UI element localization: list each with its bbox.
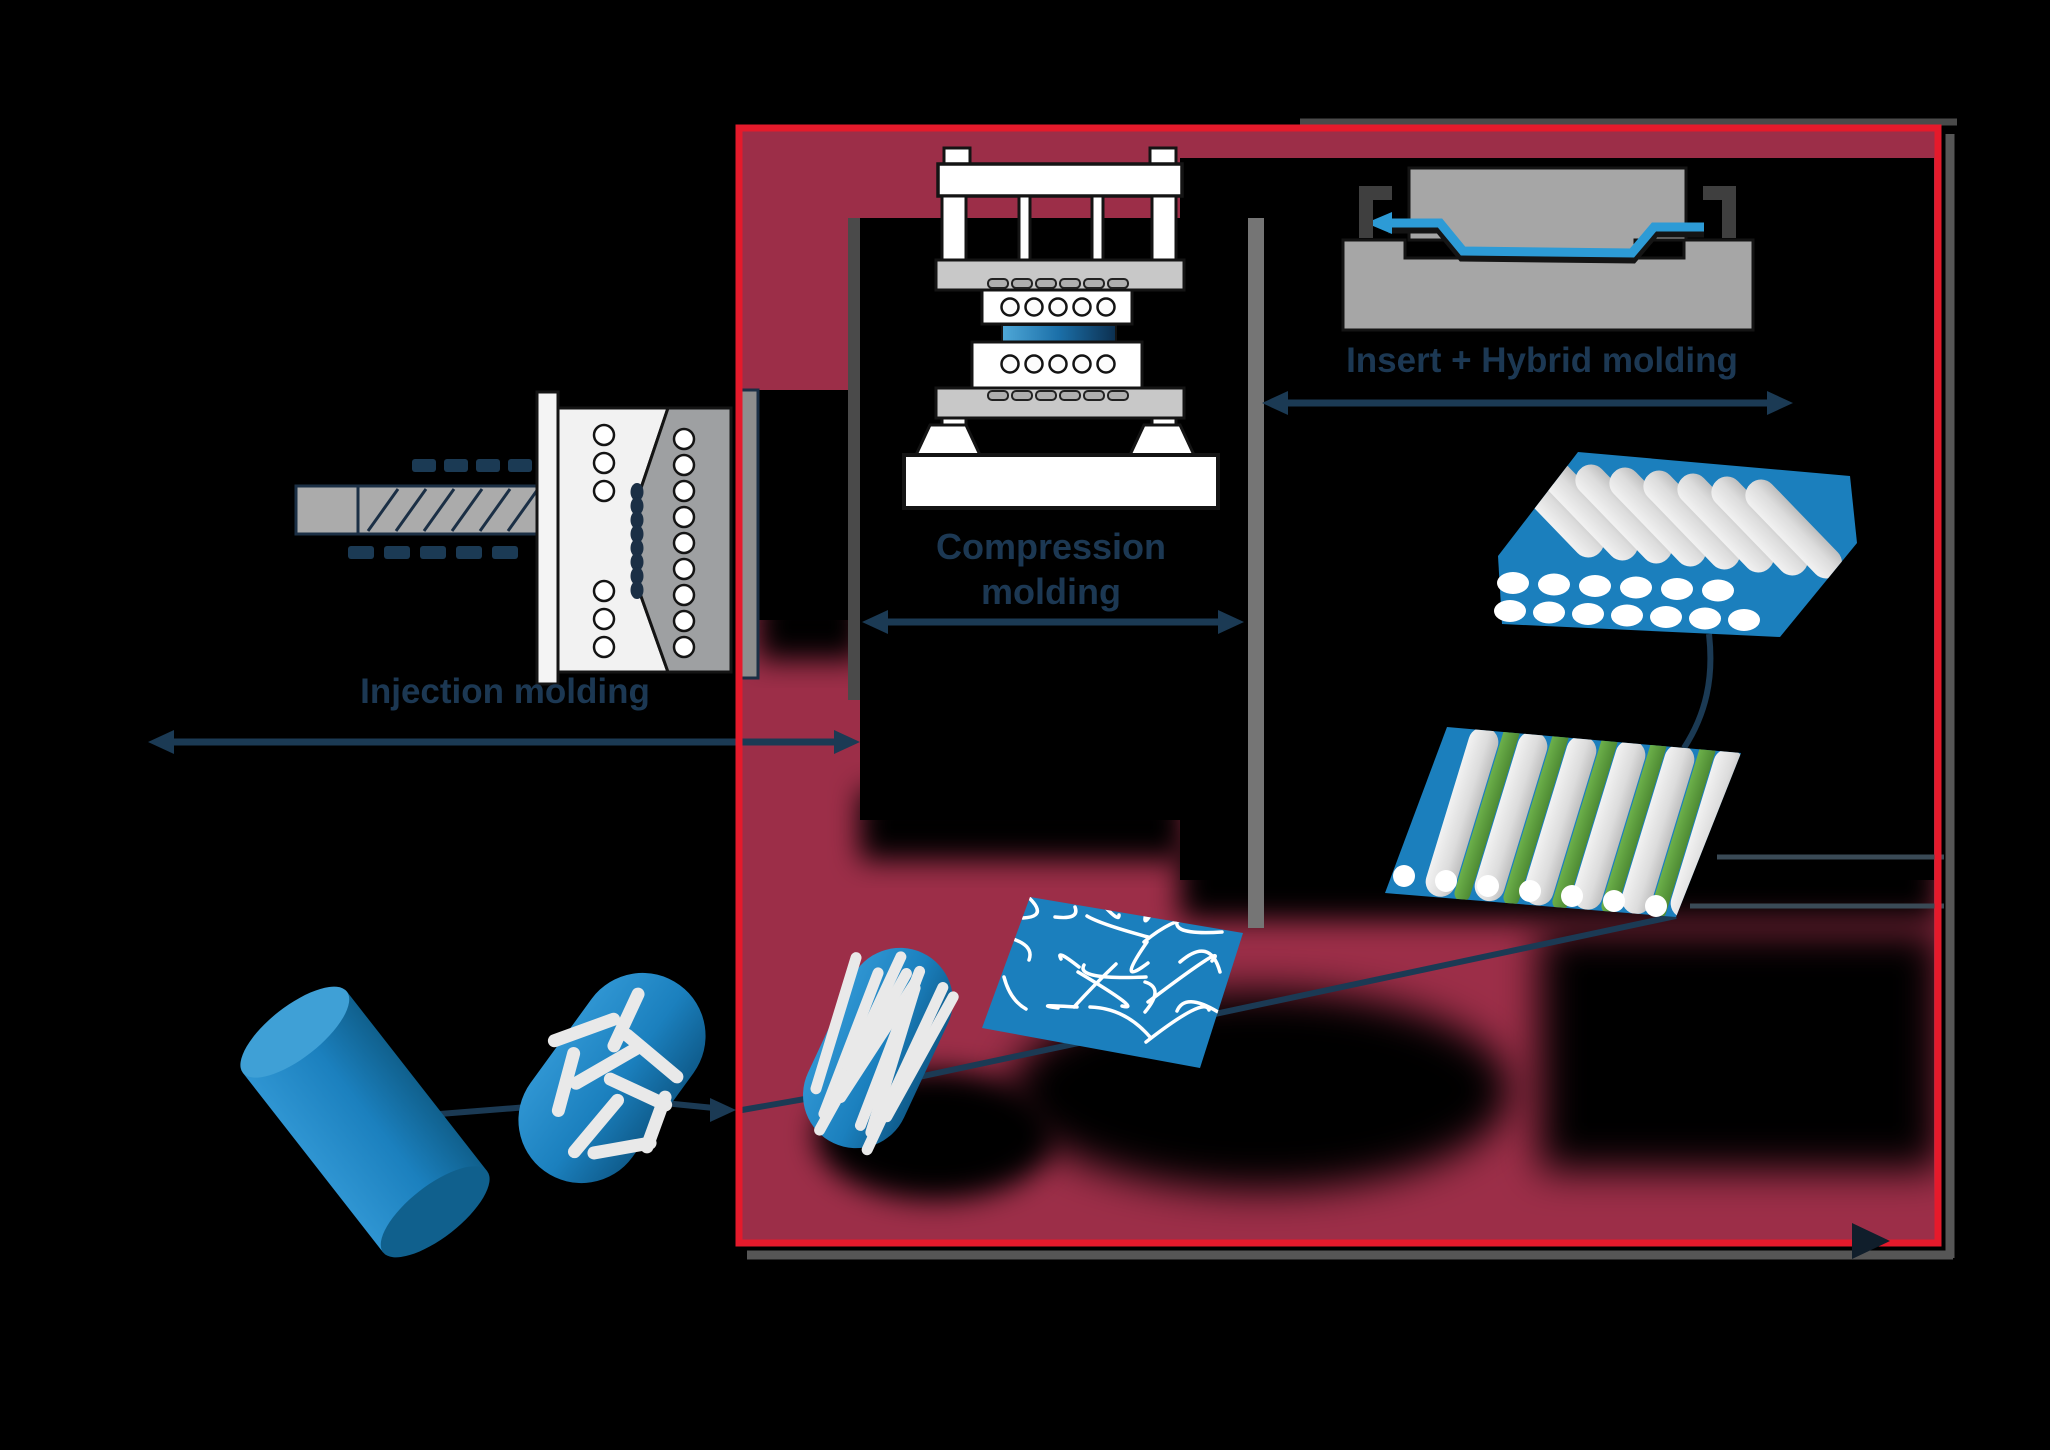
corner-arrow [1852, 1223, 1890, 1259]
compression-molding-label-line1: Compression [936, 526, 1166, 567]
injection-molding-label: Injection molding [360, 672, 650, 711]
short-fiber-sticks [547, 987, 684, 1160]
process-box-border [735, 124, 1942, 1247]
press-column [1017, 194, 1032, 262]
heater-band-dashes-top [412, 459, 532, 472]
double-arrow-insert-hybrid [1262, 391, 1793, 415]
press-column [1150, 194, 1178, 262]
platen-slots-top [987, 278, 1129, 289]
clamp-hook-right [1703, 186, 1736, 238]
chain-line-2 [663, 1100, 715, 1111]
injection-molding-machine [294, 388, 760, 686]
insert-hybrid-molding-label: Insert + Hybrid molding [1346, 341, 1738, 380]
platen-slots-bottom [987, 390, 1129, 401]
screw-barrel [294, 484, 542, 536]
flow-arrow-into-box [710, 1098, 736, 1122]
layup-fiber-ends [1393, 865, 1667, 917]
ud-fiber-cross-sections [1494, 572, 1760, 631]
ud-to-layup-curve [1681, 633, 1714, 750]
ejector-pin-holes-right [672, 427, 696, 659]
sheet-arrow-left [1366, 212, 1392, 234]
upper-die-holes [1000, 297, 1116, 317]
zone-divider-left [848, 218, 860, 700]
lower-die-holes [1000, 354, 1116, 374]
ejector-pin-holes-left [592, 423, 616, 659]
press-blue-workpiece [1001, 324, 1117, 343]
long-fiber-rods [810, 951, 959, 1156]
zone-labels: Injection molding Compression molding In… [360, 341, 1738, 711]
compression-molding-label-line2: molding [981, 571, 1121, 612]
neat-polymer-pellet [240, 986, 490, 1258]
compression-press [902, 146, 1220, 510]
heater-band-dashes-bottom [348, 546, 518, 559]
zone-arrows [148, 391, 1793, 754]
screw-hatching [366, 488, 540, 532]
press-top-crosshead [936, 162, 1184, 198]
long-fiber-pellet [803, 947, 959, 1156]
clamp-hook-left [1359, 186, 1392, 238]
double-arrow-compression [862, 610, 1244, 634]
melt-in-sprue [630, 483, 644, 599]
short-fiber-pellet [518, 972, 706, 1184]
double-arrow-injection [148, 730, 860, 754]
moving-platen-bar [535, 390, 560, 686]
press-column [940, 194, 968, 262]
insert-hybrid-mold [1341, 166, 1755, 332]
press-base [902, 453, 1220, 510]
formed-blue-sheet [1388, 218, 1704, 258]
press-column [1090, 194, 1105, 262]
zone-divider-right [1248, 218, 1264, 928]
